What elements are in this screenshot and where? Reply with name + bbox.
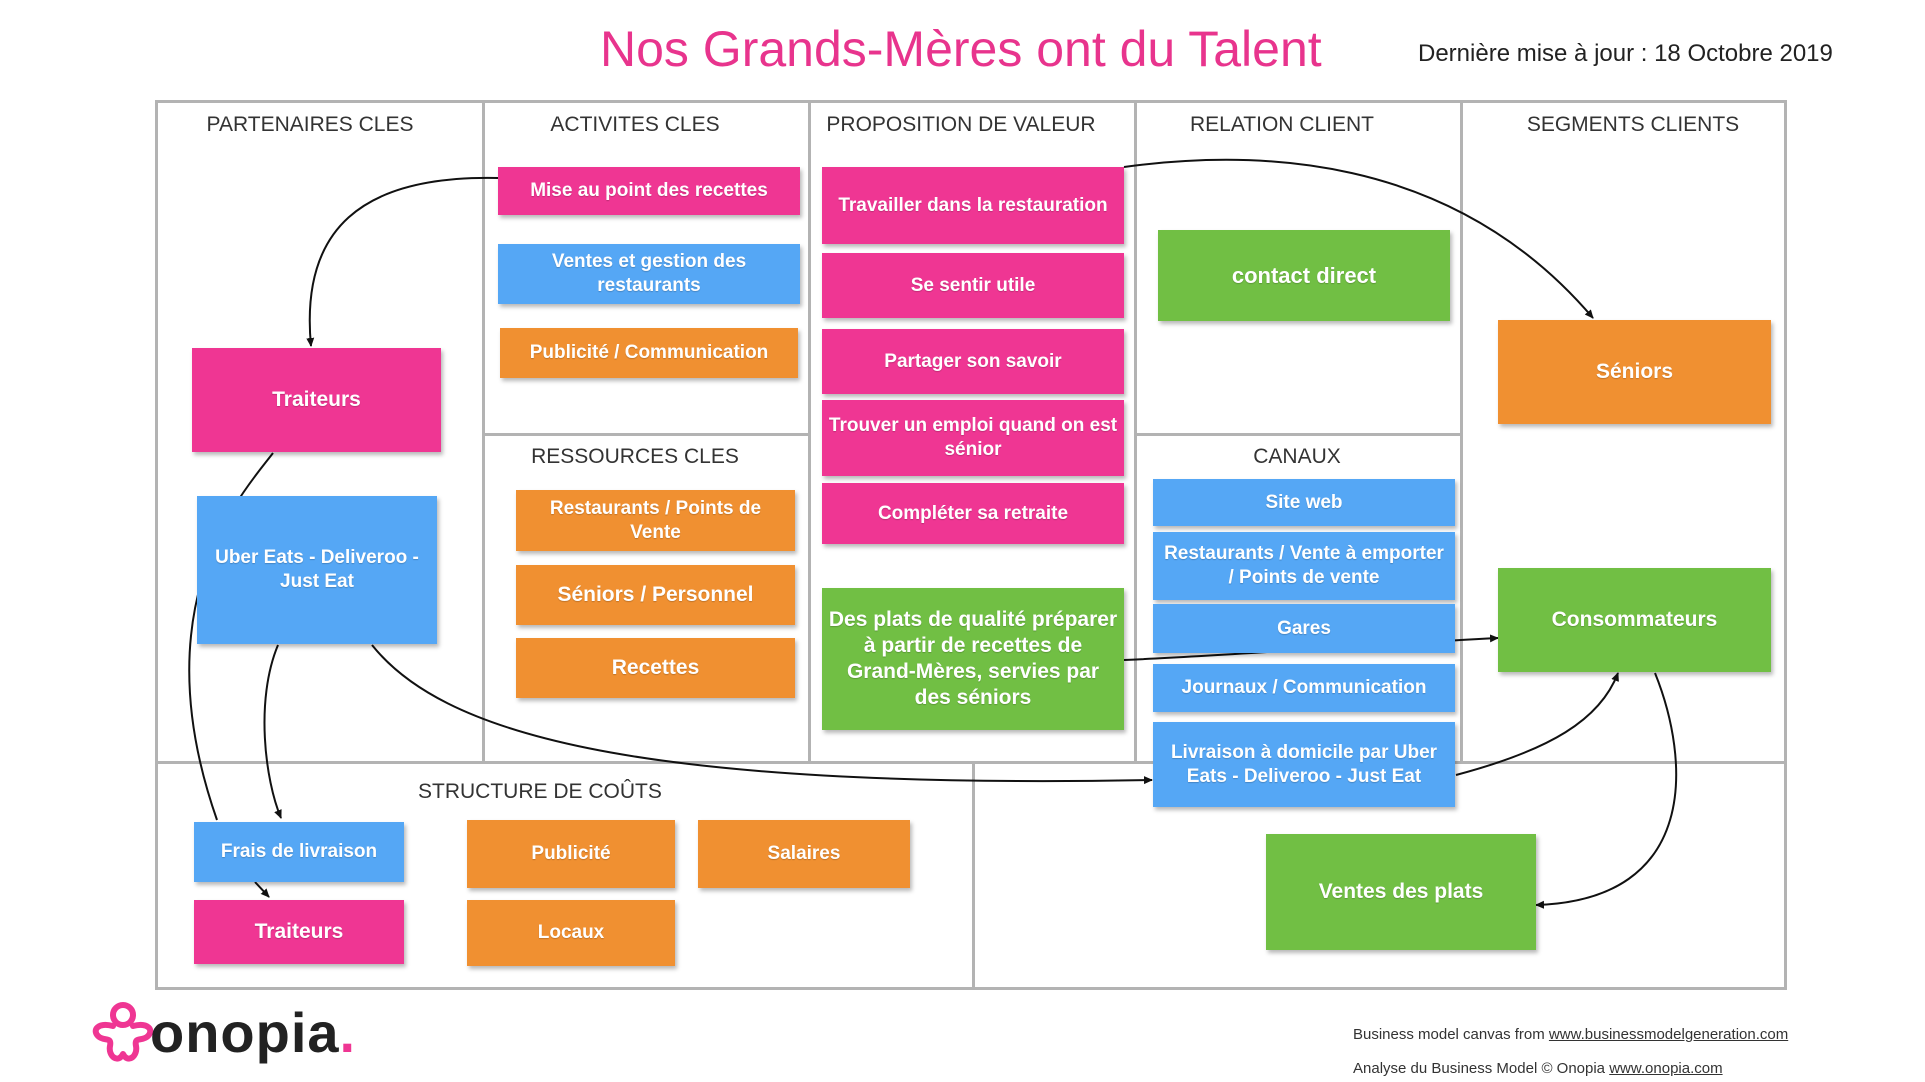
- divider: [1460, 100, 1463, 763]
- page-title: Nos Grands-Mères ont du Talent: [600, 21, 1322, 77]
- note-site-web: Site web: [1153, 479, 1455, 526]
- section-couts: STRUCTURE DE COÛTS: [418, 780, 662, 803]
- note-seniors-segment: Séniors: [1498, 320, 1771, 424]
- arrow-consommateurs-ventes: [1535, 672, 1678, 909]
- note-vp-plats-qualite: Des plats de qualité préparer à partir d…: [822, 588, 1124, 730]
- arrow-vp-seniors: [1123, 158, 1594, 319]
- note-salaires: Salaires: [698, 820, 910, 888]
- section-relation: RELATION CLIENT: [1190, 113, 1374, 136]
- note-restaurants-vente-emporter: Restaurants / Vente à emporter / Points …: [1153, 532, 1455, 600]
- note-vp-emploi: Trouver un emploi quand on est sénior: [822, 400, 1124, 476]
- arrow-uber-frais: [263, 644, 282, 819]
- note-journaux-communication: Journaux / Communication: [1153, 664, 1455, 712]
- note-traiteurs-partner: Traiteurs: [192, 348, 441, 452]
- link-onopia[interactable]: www.onopia.com: [1609, 1060, 1723, 1077]
- note-livraison-domicile: Livraison à domicile par Uber Eats - Del…: [1153, 722, 1455, 807]
- onopia-logo-icon: [92, 1002, 154, 1062]
- divider: [1134, 433, 1460, 436]
- note-gares: Gares: [1153, 604, 1455, 653]
- note-vp-retraite: Compléter sa retraite: [822, 483, 1124, 544]
- note-vp-utile: Se sentir utile: [822, 253, 1124, 318]
- section-segments: SEGMENTS CLIENTS: [1526, 113, 1740, 136]
- divider: [808, 100, 811, 763]
- note-contact-direct: contact direct: [1158, 230, 1450, 321]
- last-updated: Dernière mise à jour : 18 Octobre 2019: [1418, 40, 1833, 67]
- note-vp-savoir: Partager son savoir: [822, 329, 1124, 394]
- footer-credit-bmc: Business model canvas from www.businessm…: [1353, 1026, 1789, 1043]
- note-seniors-personnel: Séniors / Personnel: [516, 565, 795, 625]
- note-consommateurs: Consommateurs: [1498, 568, 1771, 672]
- note-publicite-cost: Publicité: [467, 820, 675, 888]
- note-frais-livraison: Frais de livraison: [194, 822, 404, 882]
- divider: [155, 761, 1787, 764]
- arrow-uber-livraison: [371, 644, 1153, 785]
- onopia-logo-wordmark: onopia.: [150, 1001, 357, 1064]
- section-proposition: PROPOSITION DE VALEUR: [826, 113, 1096, 136]
- arrow-livraison-consommateurs: [1455, 672, 1619, 776]
- section-activites: ACTIVITES CLES: [550, 113, 720, 136]
- section-canaux: CANAUX: [1253, 445, 1341, 468]
- note-ventes-des-plats: Ventes des plats: [1266, 834, 1536, 950]
- divider: [482, 433, 808, 436]
- note-ventes-gestion: Ventes et gestion des restaurants: [498, 244, 800, 304]
- note-vp-travailler: Travailler dans la restauration: [822, 167, 1124, 244]
- note-restaurants-points-vente: Restaurants / Points de Vente: [516, 490, 795, 551]
- arrow-frais-traiteurs: [254, 881, 270, 898]
- note-recettes-res: Recettes: [516, 638, 795, 698]
- divider: [972, 762, 975, 990]
- business-model-canvas: [155, 100, 1787, 990]
- note-publicite-communication: Publicité / Communication: [500, 328, 798, 378]
- footer-credit-onopia: Analyse du Business Model © Onopia www.o…: [1353, 1060, 1723, 1077]
- section-ressources: RESSOURCES CLES: [531, 445, 739, 468]
- arrow-recettes-traiteurs: [306, 176, 499, 347]
- section-partenaires: PARTENAIRES CLES: [206, 113, 414, 136]
- note-uber-partner: Uber Eats - Deliveroo - Just Eat: [197, 496, 437, 644]
- divider: [1134, 100, 1137, 763]
- note-mise-au-point-recettes: Mise au point des recettes: [498, 167, 800, 215]
- divider: [482, 100, 485, 763]
- link-businessmodelgeneration[interactable]: www.businessmodelgeneration.com: [1548, 1026, 1789, 1043]
- note-traiteurs-cost: Traiteurs: [194, 900, 404, 964]
- note-locaux: Locaux: [467, 900, 675, 966]
